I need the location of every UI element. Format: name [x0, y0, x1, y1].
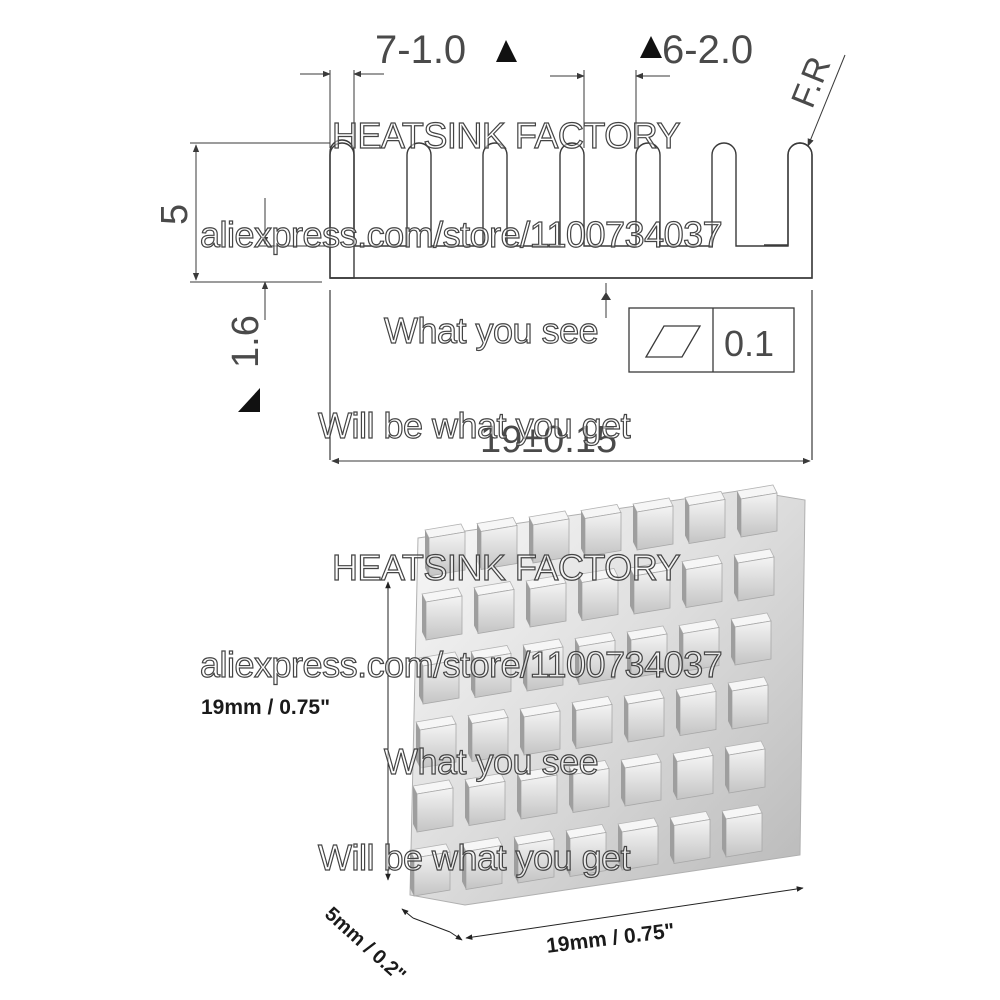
- fin-face: [477, 589, 515, 634]
- fin-side: [566, 830, 570, 877]
- fin-side: [462, 843, 466, 890]
- fin-face: [725, 812, 763, 858]
- watermark-slogan-1: What you see: [383, 310, 599, 351]
- fin-face: [685, 563, 723, 608]
- watermark-slogan-2: Will be what you get: [317, 837, 631, 878]
- fin-side: [737, 491, 741, 537]
- fin-side: [685, 497, 689, 544]
- fin-face: [627, 697, 665, 743]
- fin-side: [581, 510, 585, 557]
- technical-drawing: 7-1.0 6-2.0 F.R 5 1.6 0.1: [154, 28, 846, 465]
- fin-side: [575, 638, 579, 685]
- fin-face: [688, 499, 726, 544]
- fin-side: [621, 760, 625, 806]
- fin-side: [578, 574, 582, 621]
- fin-face: [731, 684, 769, 730]
- fin-side: [514, 837, 518, 883]
- flatness-value: 0.1: [724, 323, 774, 364]
- fin-outline: [329, 142, 813, 279]
- triangle-icon: [238, 388, 260, 412]
- fin-side: [722, 811, 726, 857]
- fin-side: [618, 824, 622, 870]
- fin-face: [676, 755, 714, 800]
- fin-face: [734, 620, 772, 666]
- fin-side: [419, 658, 423, 704]
- fin-side: [633, 504, 637, 550]
- watermark-brand: HEATSINK FACTORY: [331, 547, 681, 588]
- fin-side: [520, 709, 524, 755]
- watermark-slogan-1: What you see: [383, 741, 599, 782]
- fin-side: [572, 702, 576, 749]
- width-label: 19±0.15: [480, 419, 617, 461]
- fin-side: [410, 850, 414, 896]
- fin-side: [682, 561, 686, 608]
- fin-side: [679, 625, 683, 672]
- fin-side: [474, 587, 478, 634]
- fin-side: [529, 517, 533, 563]
- watermark-slogan-2: Will be what you get: [317, 405, 631, 446]
- fin-side: [624, 696, 628, 742]
- fin-grid: [409, 484, 778, 897]
- triangle-icon: [640, 36, 662, 58]
- fin-face: [425, 595, 463, 641]
- height-dimension-label: 19mm / 0.75": [201, 696, 331, 719]
- fin-face: [737, 556, 775, 602]
- base-label: 1.6: [225, 315, 267, 368]
- fin-pitch-label: 7-1.0: [375, 28, 466, 72]
- height-label: 5: [154, 204, 196, 225]
- fin-side: [630, 568, 634, 614]
- fin-side: [725, 747, 729, 793]
- fin-side: [526, 581, 530, 627]
- watermark-store: aliexpress.com/store/1100734037: [199, 214, 723, 255]
- fin-side: [413, 786, 417, 832]
- fin-face: [679, 691, 717, 736]
- fin-side: [627, 632, 631, 678]
- fin-side: [517, 773, 521, 819]
- fin-side: [731, 619, 735, 665]
- fin-face: [624, 761, 662, 807]
- fin-side: [670, 817, 674, 864]
- fin-face: [740, 492, 778, 538]
- fin-face: [636, 505, 674, 551]
- fin-face: [529, 582, 567, 628]
- fin-face: [468, 781, 506, 826]
- watermark-store: aliexpress.com/store/1100734037: [199, 644, 723, 685]
- fin-side: [676, 689, 680, 736]
- fin-side: [734, 555, 738, 601]
- fin-side: [471, 651, 475, 698]
- fin-side: [465, 779, 469, 826]
- gap-label: 6-2.0: [662, 28, 753, 72]
- fin-side: [477, 523, 481, 570]
- fin-side: [425, 530, 429, 576]
- flatness-box: [628, 307, 795, 373]
- triangle-icon: [496, 40, 517, 62]
- fin-side: [673, 753, 677, 800]
- fin-side: [728, 683, 732, 729]
- fin-side: [523, 645, 527, 691]
- fin-face: [728, 748, 766, 794]
- fin-face: [416, 787, 454, 833]
- flatness-icon: [644, 325, 702, 358]
- fin-side: [468, 715, 472, 762]
- fin-face: [673, 819, 711, 864]
- fin-side: [416, 722, 420, 768]
- fin-side: [422, 594, 426, 640]
- fin-side: [569, 766, 573, 813]
- watermark-brand: HEATSINK FACTORY: [331, 115, 681, 156]
